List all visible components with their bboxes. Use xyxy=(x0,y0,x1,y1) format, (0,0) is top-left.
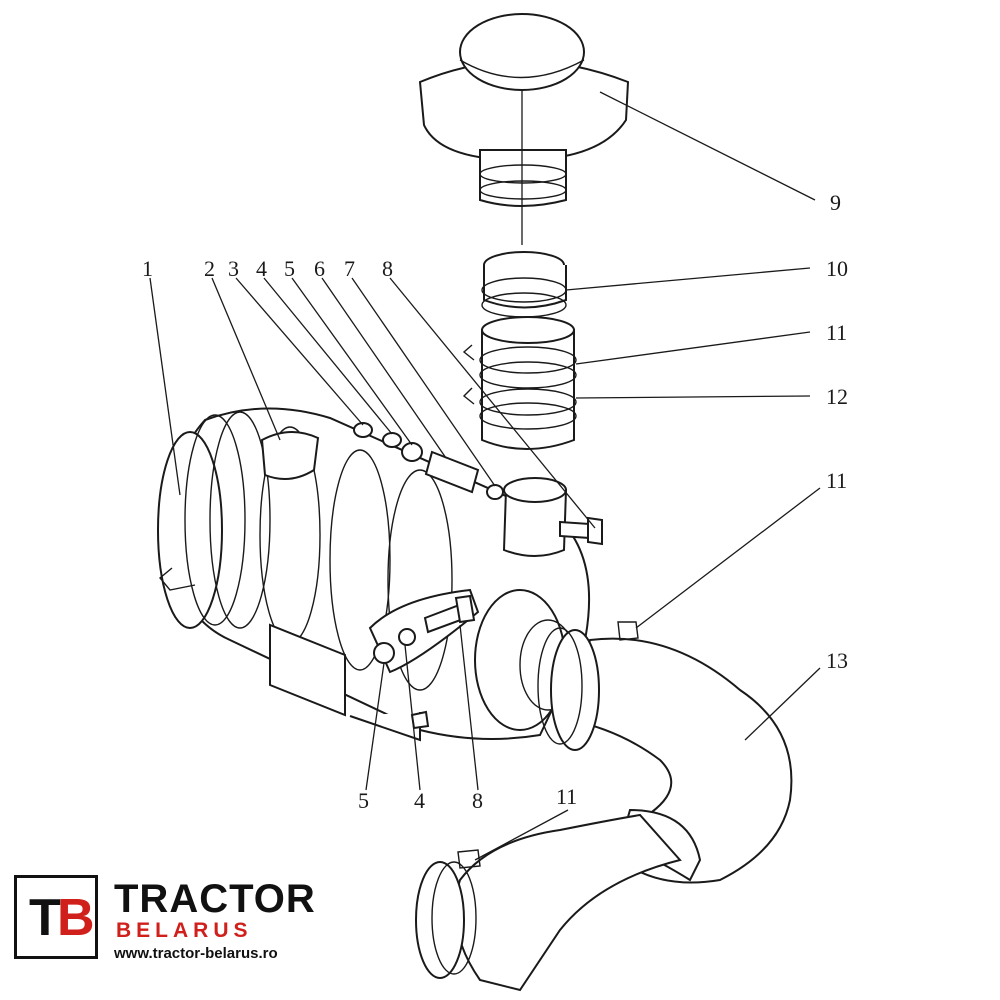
callout-11-b: 11 xyxy=(826,468,847,493)
brand-subtitle: BELARUS xyxy=(116,919,253,942)
callout-4-bottom: 4 xyxy=(414,788,425,813)
callout-9: 9 xyxy=(830,190,841,215)
callout-4-top: 4 xyxy=(256,256,267,281)
callout-11-a: 11 xyxy=(826,320,847,345)
logo-mark: T B xyxy=(14,875,98,959)
callout-1: 1 xyxy=(142,256,153,281)
intake-hose-part-10 xyxy=(481,251,567,318)
fastener-hardware-parts-3-7 xyxy=(353,422,504,500)
callout-3: 3 xyxy=(228,256,239,281)
callout-5-bottom: 5 xyxy=(358,788,369,813)
callout-8-bottom: 8 xyxy=(472,788,483,813)
precleaner-cap-part-9 xyxy=(418,13,630,245)
callout-2: 2 xyxy=(204,256,215,281)
callout-5-top: 5 xyxy=(284,256,295,281)
callout-12: 12 xyxy=(826,384,848,409)
mesh-plate-part-2 xyxy=(260,431,320,480)
callout-labels: 1 2 3 4 5 6 7 8 9 10 11 12 11 13 11 5 4 … xyxy=(142,190,848,813)
callout-7: 7 xyxy=(344,256,355,281)
outlet-pipe-and-bolt xyxy=(502,477,603,557)
logo-letter-b: B xyxy=(57,889,95,947)
air-cleaner-housing-part-1 xyxy=(157,407,591,742)
brand-url: www.tractor-belarus.ro xyxy=(114,945,278,962)
callout-11-c: 11 xyxy=(556,784,577,809)
brand-name: TRACTOR xyxy=(114,877,316,921)
callout-8-top: 8 xyxy=(382,256,393,281)
callout-10: 10 xyxy=(826,256,848,281)
brand-logo-block: T B TRACTOR BELARUS www.tractor-belarus.… xyxy=(14,875,344,965)
callout-13: 13 xyxy=(826,648,848,673)
hose-sleeve-parts-11-12 xyxy=(462,316,577,450)
callout-6: 6 xyxy=(314,256,325,281)
leader-lines xyxy=(149,91,821,861)
mounting-bracket xyxy=(368,588,480,730)
logo-letter-t: T xyxy=(29,889,61,947)
elbow-hose-part-13 xyxy=(415,621,793,992)
